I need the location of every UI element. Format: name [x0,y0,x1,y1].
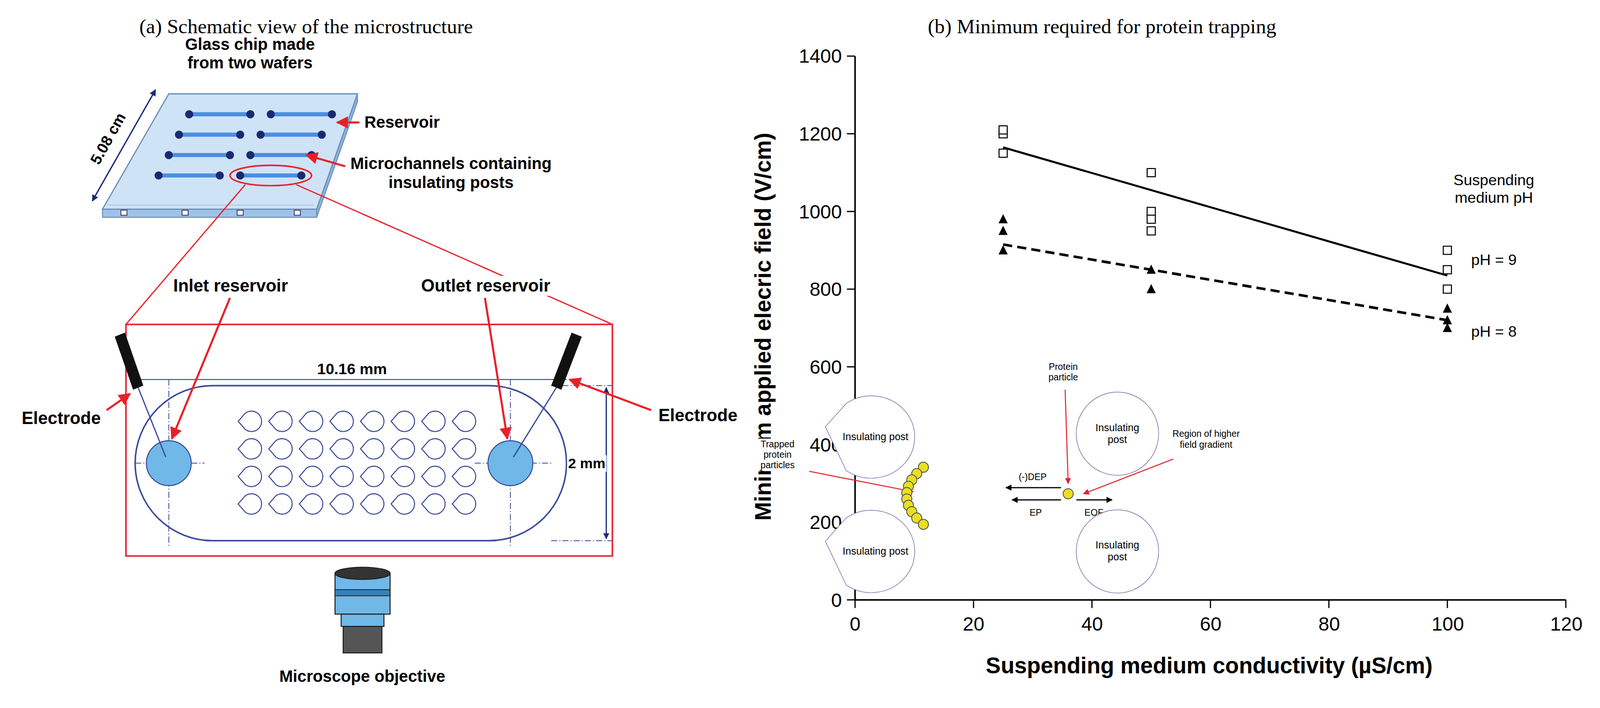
tick-label: 40 [1080,612,1104,635]
dimension-line [135,378,567,380]
post-label: Insulating post [1086,539,1149,563]
insulating-post: Insulating post [1074,390,1161,477]
annotation: EP [1028,506,1043,518]
outlet-reservoir [487,440,534,486]
chart [846,56,1566,608]
tick-label: 1200 [797,122,843,145]
microscope-objective [335,567,391,653]
tick-label: 100 [1430,612,1465,635]
tick-label: 80 [1317,612,1341,635]
leader-arrow [485,297,508,439]
annotation: Region of higher field gradient [1168,428,1245,450]
annotation: Outlet reservoir [420,275,552,296]
annotation: 5.08 cm [86,109,131,169]
tick-label: 20 [962,612,986,635]
inset-illustration [809,389,1174,530]
insulating-post: Insulating post [1074,508,1161,595]
panel-title: (a) Schematic view of the microstructure [138,14,474,38]
annotation: 2 mm [567,455,607,472]
leader-arrow [306,155,346,167]
leader-arrow [171,297,230,439]
annotation: Reservoir [363,112,441,132]
leader-arrow [106,393,131,410]
post-label: Insulating post [841,545,909,558]
annotation: Glass chip made from two wafers [177,35,323,73]
annotation: Microscope objective [278,667,447,687]
glass-chip [102,93,358,218]
chip-channels [154,110,337,180]
tick-label: 0 [848,612,862,635]
annotation: pH = 8 [1469,322,1518,341]
tick-label: 1400 [797,45,843,68]
zoom-box [125,324,613,556]
tick-label: 600 [808,355,843,379]
annotation: Trapped protein particles [745,438,811,470]
panel-title: (b) Minimum required for protein trappin… [926,14,1278,38]
annotation: 10.16 mm [316,360,388,379]
annotation: (-)DEP [1017,471,1048,482]
insulating-posts [238,411,477,515]
reservoir-centerlines [135,379,613,546]
insulating-post: Insulating post [824,508,919,595]
insulating-post: Insulating post [824,393,919,480]
post-label: Insulating post [841,430,909,443]
tick-label: 0 [830,589,843,612]
annotation: Suspending medium pH [1441,171,1546,207]
tick-label: 1000 [797,200,843,223]
highlight-ellipse [230,165,312,186]
post-label: Insulating post [1086,421,1149,446]
zoom-line [296,184,613,325]
annotation: Inlet reservoir [172,275,290,296]
tick-label: 120 [1549,612,1584,635]
tick-label: 60 [1198,612,1223,635]
annotation: Electrode [20,408,102,429]
annotation: pH = 9 [1469,251,1518,270]
annotation: Electrode [657,405,739,426]
annotation: Protein particle [1036,360,1090,382]
tick-label: 800 [808,278,843,301]
electrode-symbol [513,332,582,457]
annotation: Microchannels containing insulating post… [347,154,554,193]
leader-arrow [569,379,652,410]
axis-title: Suspending medium conductivity (µS/cm) [984,652,1434,679]
inlet-reservoir [146,440,192,486]
leader-arrow [336,121,360,124]
electrode-symbol [114,332,166,457]
